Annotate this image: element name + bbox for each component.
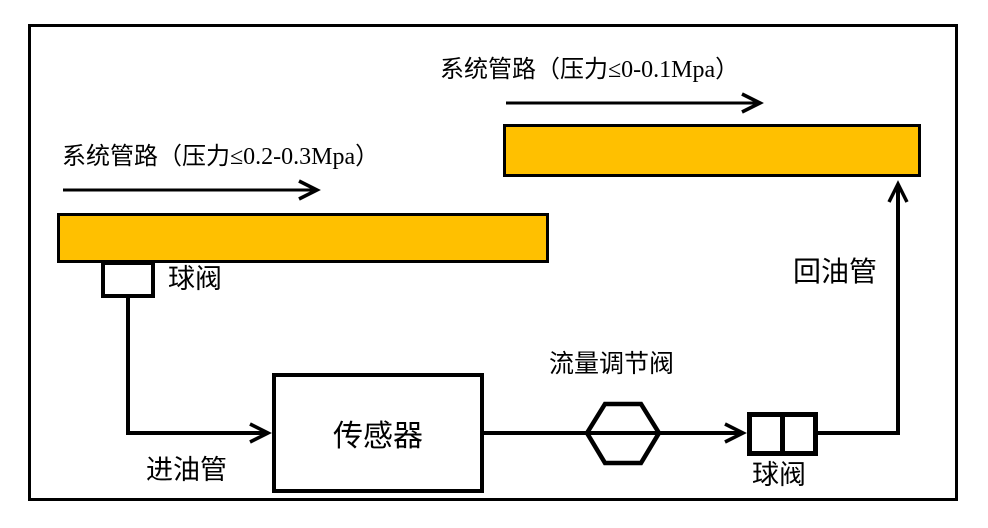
system-pipeline-left-label: 系统管路（压力≤0.2-0.3Mpa） <box>62 144 380 170</box>
flow-control-valve-icon <box>584 401 662 466</box>
system-pipeline-top-label: 系统管路（压力≤0-0.1Mpa） <box>440 57 740 83</box>
return-pipe-label: 回油管 <box>793 257 878 288</box>
inlet-pipe-line <box>126 296 272 444</box>
ball-valve-divider <box>780 417 785 451</box>
inlet-pipe-label: 进油管 <box>146 455 227 485</box>
ball-valve-right-label: 球阀 <box>752 460 806 490</box>
pipe-bar-top <box>503 124 921 177</box>
ball-valve-left-label: 球阀 <box>168 264 222 294</box>
sensor-box: 传感器 <box>272 373 484 493</box>
diagram-frame <box>28 24 958 501</box>
return-pipe-line <box>815 180 909 435</box>
flow-control-valve-label: 流量调节阀 <box>549 351 675 378</box>
pipe-bar-left <box>57 213 549 263</box>
ball-valve-right-box <box>747 412 818 456</box>
sensor-label: 传感器 <box>333 420 423 453</box>
ball-valve-left-box <box>101 261 155 298</box>
